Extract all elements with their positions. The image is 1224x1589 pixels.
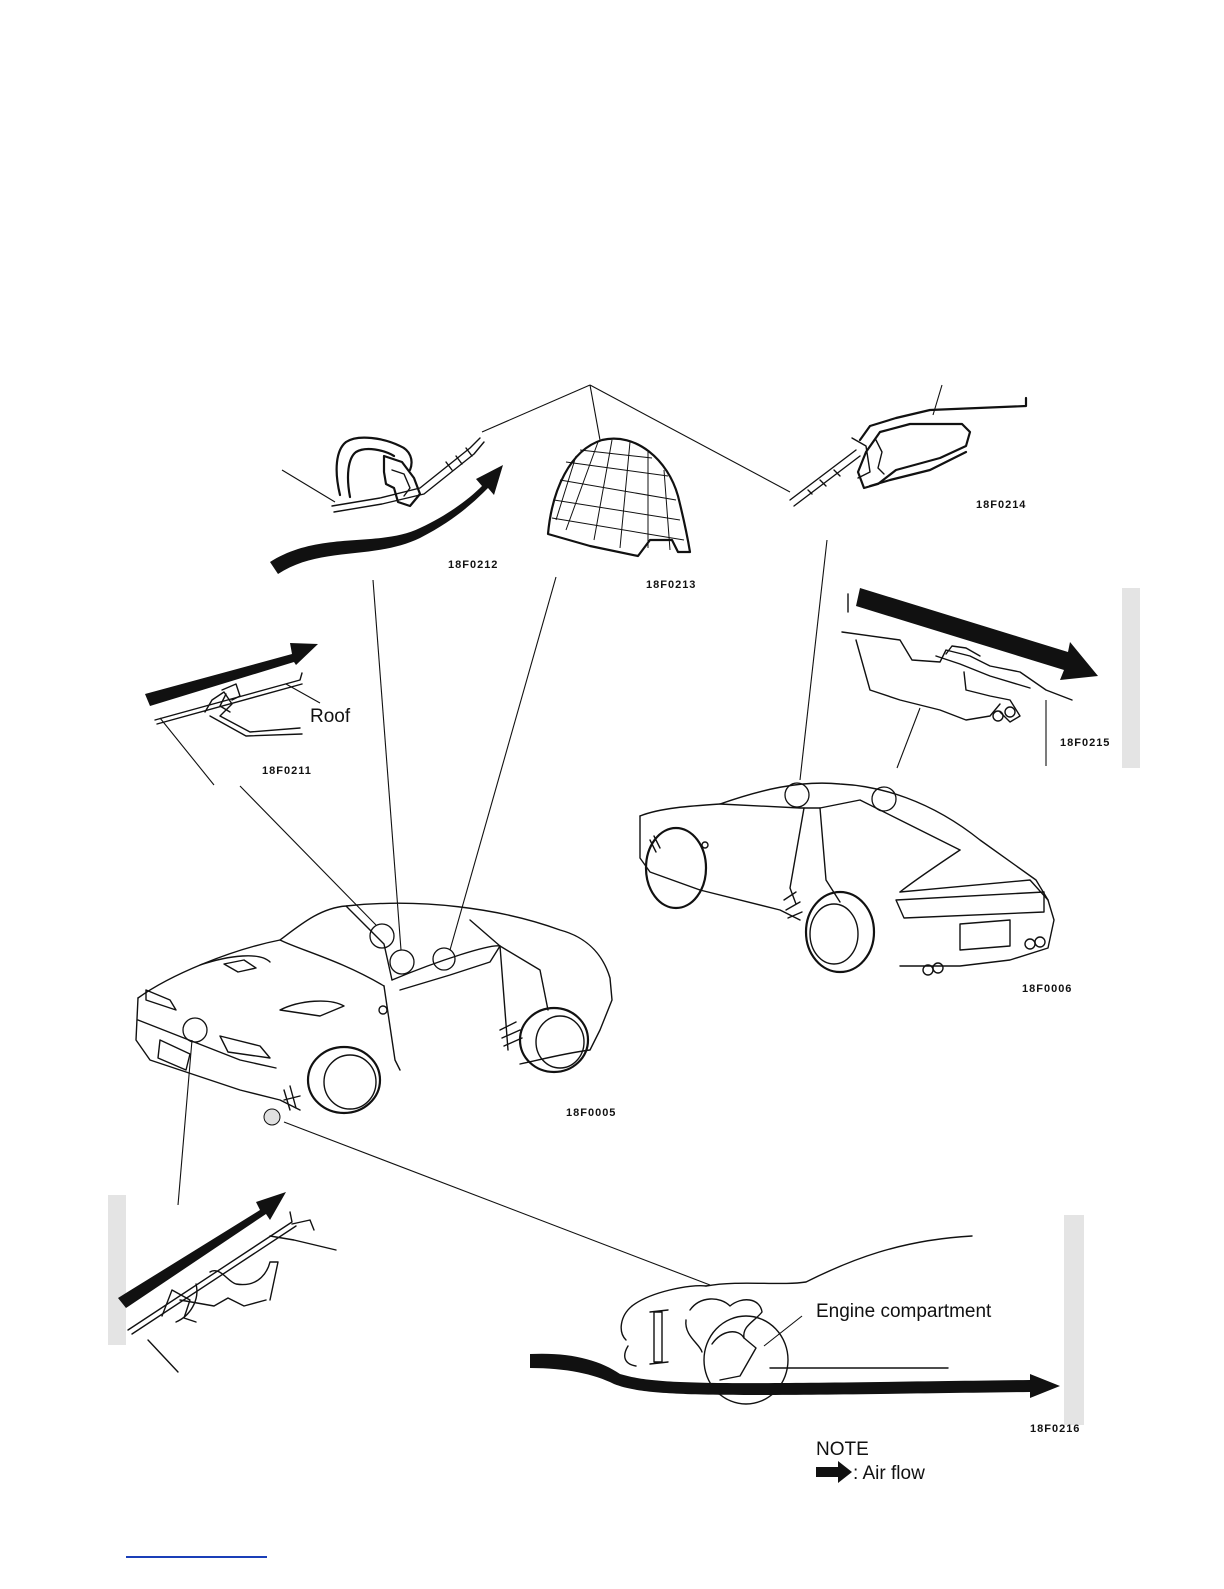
detail-18f0215: 18F0215 <box>842 588 1110 766</box>
callout-circle <box>264 1109 280 1125</box>
code-18f0216: 18F0216 <box>1030 1423 1080 1435</box>
airflow-arrow <box>530 1354 1060 1398</box>
leader-lines <box>160 385 942 1285</box>
code-18f0212: 18F0212 <box>448 559 498 571</box>
note-text: : Air flow <box>853 1463 925 1484</box>
note-legend: NOTE : Air flow <box>816 1439 925 1484</box>
detail-front-lip <box>118 1192 336 1372</box>
bottom-rule <box>126 1556 267 1558</box>
code-18f0214: 18F0214 <box>976 499 1026 511</box>
callout-circle <box>433 948 455 970</box>
note-title: NOTE <box>816 1439 869 1460</box>
airflow-arrow <box>856 588 1098 680</box>
detail-18f0211: Roof 18F0211 <box>145 643 351 777</box>
airflow-arrow-icon <box>816 1461 852 1483</box>
roof-label: Roof <box>310 706 351 727</box>
code-18f0215: 18F0215 <box>1060 737 1110 749</box>
code-18f0005: 18F0005 <box>566 1107 616 1119</box>
engine-compartment-label: Engine compartment <box>816 1301 992 1322</box>
car-front-view: 18F0005 <box>136 903 616 1125</box>
detail-18f0212: 18F0212 <box>270 438 503 574</box>
detail-18f0213: 18F0213 <box>548 439 696 591</box>
detail-18f0216: Engine compartment 18F0216 <box>530 1236 1080 1435</box>
detail-18f0214: 18F0214 <box>790 398 1026 511</box>
code-18f0213: 18F0213 <box>646 579 696 591</box>
callout-circle <box>390 950 414 974</box>
bg-scan-edge-right <box>1122 588 1140 768</box>
bg-scan-edge-bottom-left <box>108 1195 126 1345</box>
bg-scan-edge-bottom-right <box>1064 1215 1084 1425</box>
callout-circle <box>183 1018 207 1042</box>
callout-circle <box>370 924 394 948</box>
airflow-arrow <box>145 643 318 706</box>
car-rear-view: 18F0006 <box>640 783 1072 995</box>
code-18f0211: 18F0211 <box>262 765 312 777</box>
callout-circle <box>785 783 809 807</box>
code-18f0006: 18F0006 <box>1022 983 1072 995</box>
